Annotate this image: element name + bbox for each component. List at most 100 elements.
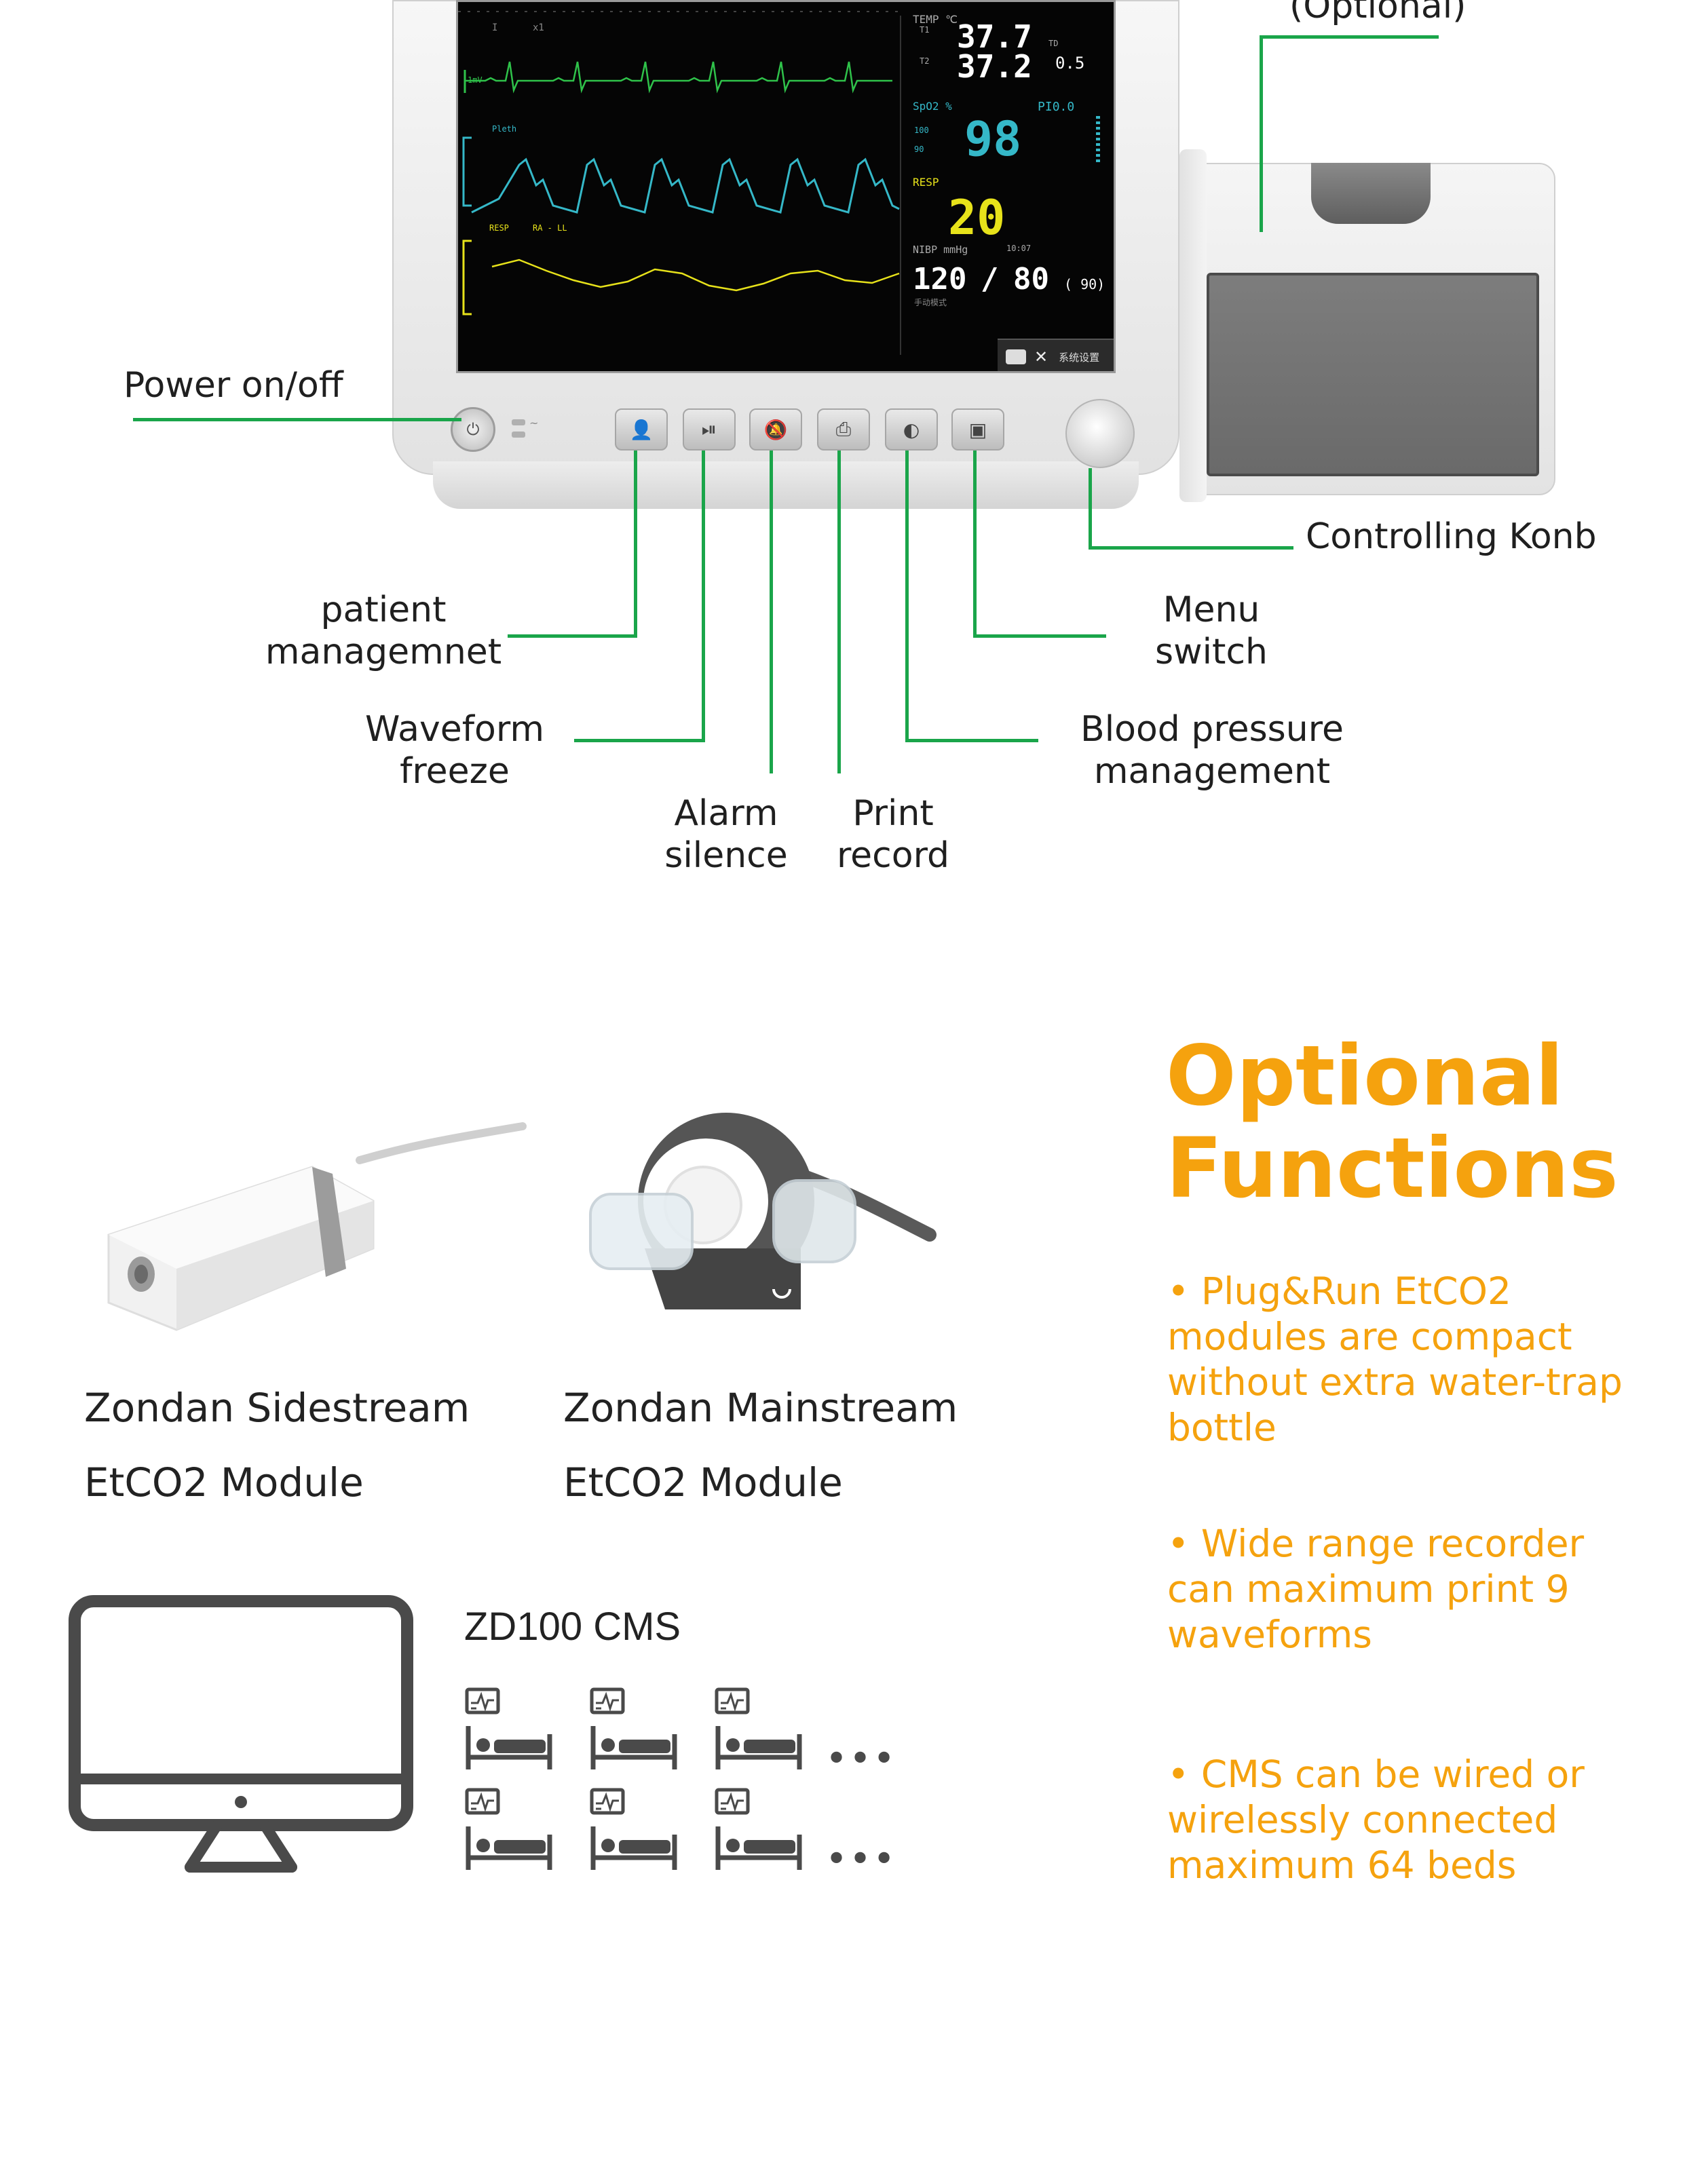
callout-line-bp-h — [905, 739, 1038, 742]
bullet-cms: • CMS can be wired or wirelessly connect… — [1167, 1752, 1683, 1888]
waveform-area — [458, 11, 1100, 355]
callout-line-bp-v — [905, 451, 909, 742]
td-label: TD — [1048, 39, 1059, 48]
title-line1: Optional — [1166, 1028, 1564, 1124]
alarm-label-line1: Alarm — [674, 793, 778, 834]
print-record-button[interactable]: ⎙ — [817, 408, 870, 451]
patient-management-label: patient managemnet — [265, 589, 502, 673]
callout-line-patient-v — [634, 451, 637, 638]
power-icon: ⏻ — [466, 420, 480, 439]
paper-cutter — [1311, 163, 1431, 224]
blood-pressure-button[interactable]: ◐ — [885, 408, 938, 451]
power-button[interactable]: ⏻ — [451, 407, 495, 452]
title-line2: Functions — [1166, 1120, 1619, 1216]
printer-side-plate — [1179, 149, 1207, 502]
callout-line-optional — [1260, 35, 1439, 39]
spo2-value: 98 — [964, 111, 1022, 167]
nibp-mode: 手动模式 — [914, 298, 947, 307]
ecg-waveform — [465, 61, 892, 94]
control-knob[interactable] — [1065, 399, 1135, 468]
callout-line-menu-v — [973, 451, 977, 638]
mainstream-module-image — [589, 1113, 937, 1309]
knob-label: Controlling Konb — [1306, 516, 1597, 557]
alarm-silence-icon: 🔕 — [763, 418, 788, 441]
printer-paper-door[interactable] — [1207, 273, 1539, 476]
resp-label: RESP — [913, 176, 939, 189]
print-label-line2: record — [836, 835, 950, 876]
menu-icon: ▣ — [968, 418, 987, 441]
optional-functions-title: Optional Functions — [1166, 1030, 1619, 1214]
spo2-label: SpO2 % — [913, 100, 952, 113]
bed-with-monitor-icon — [590, 1687, 677, 1769]
spo2-scale-hi: 100 — [914, 126, 929, 135]
monitor-screen: I x1 1mV Pleth RESP RA - LL TEMP ℃ T1 37… — [456, 0, 1116, 373]
bullet-etco2: • Plug&Run EtCO2 modules are compact wit… — [1167, 1269, 1683, 1451]
sidestream-label-line2: EtCO2 Module — [84, 1459, 364, 1506]
td-value: 0.5 — [1055, 54, 1085, 73]
callout-line-optional-v — [1260, 35, 1263, 232]
monitor-device: I x1 1mV Pleth RESP RA - LL TEMP ℃ T1 37… — [392, 0, 1179, 509]
cms-more-row2: ••• — [825, 1837, 897, 1881]
cms-title: ZD100 CMS — [464, 1605, 681, 1649]
resp-lead-label: RA - LL — [533, 223, 567, 233]
waveform-freeze-label: Waveform freeze — [353, 708, 556, 792]
cms-bed-grid — [464, 1687, 912, 1890]
callout-line-print-v — [837, 451, 841, 773]
monitor-base — [433, 461, 1139, 509]
optional-printer-label: (Optional) — [1289, 0, 1467, 26]
callout-line-menu-h — [973, 634, 1106, 638]
ecg-lead-label: I — [492, 22, 498, 33]
power-label: Power on/off — [124, 365, 343, 406]
t2-value: 37.2 — [957, 48, 1032, 85]
bp-label-line1: Blood pressure — [1080, 709, 1344, 750]
pi-label-text: PI — [1038, 100, 1053, 114]
waveform-freeze-button[interactable]: ⏯ — [683, 408, 736, 451]
nibp-slash: / — [981, 262, 999, 296]
resp-value: 20 — [948, 190, 1006, 246]
nibp-label: NIBP mmHg — [913, 244, 968, 256]
pi-value: 0.0 — [1052, 100, 1075, 114]
bullet2-line2: can maximum print 9 — [1167, 1567, 1570, 1611]
patient-icon: 👤 — [629, 418, 654, 441]
bullet1-line1: • Plug&Run EtCO2 — [1167, 1269, 1511, 1313]
tools-icon[interactable]: ✕ — [1034, 347, 1048, 366]
nibp-sys: 120 — [913, 262, 967, 296]
blood-pressure-label: Blood pressure management — [1056, 708, 1368, 792]
freeze-icon: ⏯ — [701, 418, 717, 440]
alarm-silence-button[interactable]: 🔕 — [749, 408, 802, 451]
bed-with-monitor-icon — [465, 1687, 552, 1769]
sidestream-module-image — [107, 1122, 527, 1331]
mainstream-label-line2: EtCO2 Module — [563, 1459, 843, 1506]
power-indicator-icons: ~ — [512, 417, 543, 441]
bed-with-monitor-icon — [715, 1788, 802, 1870]
menu-label-line2: switch — [1154, 632, 1268, 672]
menu-switch-button[interactable]: ▣ — [951, 408, 1004, 451]
resp-wave-label: RESP — [489, 223, 509, 233]
freeze-label-line2: freeze — [400, 751, 510, 792]
bullet2-line3: waveforms — [1167, 1613, 1372, 1656]
menu-label-line1: Menu — [1162, 590, 1260, 630]
cms-more-row1: ••• — [825, 1737, 897, 1781]
screen-menu-bar[interactable]: ✕ 系统设置 — [998, 339, 1114, 371]
menu-switch-label: Menu switch — [1113, 589, 1310, 673]
bullet-recorder: • Wide range recorder can maximum print … — [1167, 1521, 1683, 1658]
t1-label: T1 — [920, 25, 930, 35]
freeze-label-line1: Waveform — [365, 709, 544, 750]
pleth-label: Pleth — [492, 124, 517, 134]
callout-line-alarm-v — [770, 451, 773, 773]
patient-label-line1: patient — [320, 590, 447, 630]
callout-line-freeze-h — [574, 739, 705, 742]
ecg-scale-label: 1mV — [468, 75, 483, 85]
patient-management-button[interactable]: 👤 — [615, 408, 668, 451]
system-settings-label[interactable]: 系统设置 — [1059, 351, 1100, 364]
bullet3-line3: maximum 64 beds — [1167, 1843, 1517, 1887]
bullet3-line2: wirelessly connected — [1167, 1798, 1558, 1841]
t2-label: T2 — [920, 56, 930, 66]
callout-line-knob-h — [1089, 546, 1293, 550]
callout-line-power — [133, 418, 461, 421]
bp-label-line2: management — [1093, 751, 1331, 792]
bed-with-monitor-icon — [465, 1788, 552, 1870]
print-icon: ⎙ — [835, 418, 852, 440]
monitor-mode-icon[interactable] — [1006, 349, 1026, 364]
callout-line-freeze-v — [702, 451, 705, 742]
